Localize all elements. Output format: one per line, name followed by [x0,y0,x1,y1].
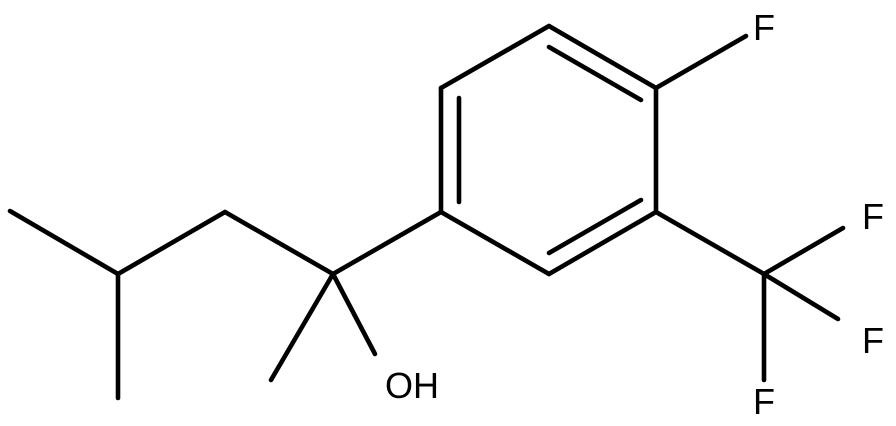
hydroxyl-label: OH [385,365,439,406]
bond-carbinol-to-oh [330,271,378,357]
ring-bond-c2-c3 [438,23,552,91]
ring-bond-c3-c4-inner [546,44,644,103]
ring-bond-c5-c6 [546,209,659,277]
bond-ring-to-fluorine [653,33,749,91]
bond-ch-to-ch2 [115,209,228,277]
fluorine-cf3-top-label: F [862,196,884,237]
bond-cf3-to-fluorine-top [761,225,846,277]
ring-bond-c6-c1 [438,209,552,277]
ring-bond-c3-c4 [546,23,659,91]
fluorine-ring-label: F [753,7,775,48]
bond-ch2-to-carbinol [222,209,336,277]
ring-bond-c5-c6-inner [546,197,644,256]
fluorine-cf3-right-label: F [862,320,884,361]
fluorine-cf3-bottom-label: F [753,381,775,422]
bond-ring-to-cf3-carbon [653,209,767,277]
bond-carbinol-to-methyl [268,271,336,383]
bond-cf3-to-fluorine-right [761,271,841,322]
bond-carbinol-to-ring [330,209,444,277]
bond-methyl-left-to-ch [7,208,121,277]
